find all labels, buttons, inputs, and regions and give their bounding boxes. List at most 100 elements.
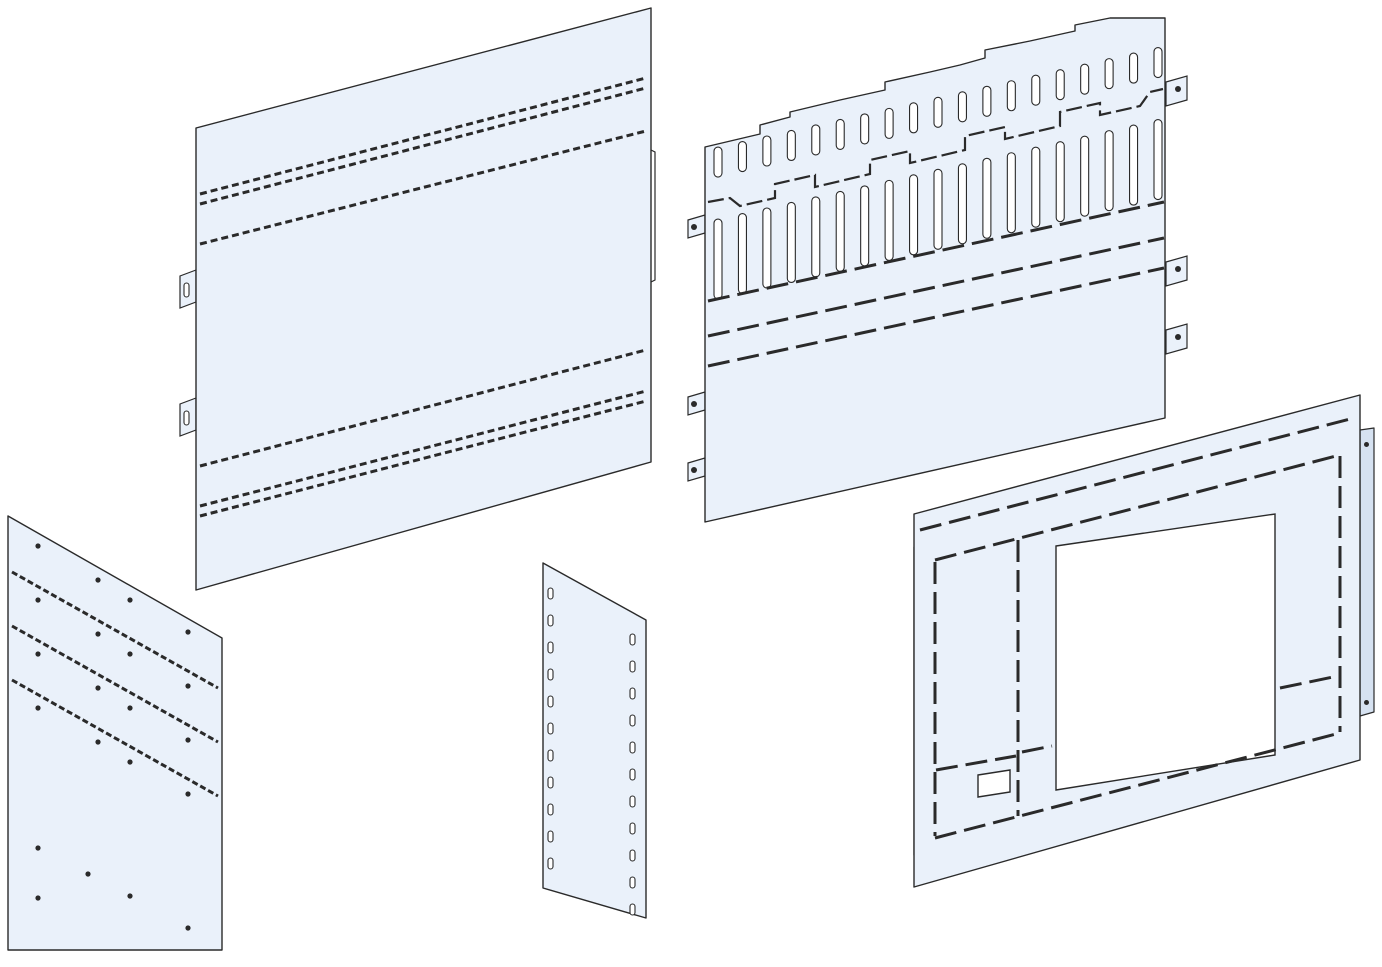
slot xyxy=(762,135,772,167)
slot xyxy=(737,212,747,295)
slot xyxy=(737,140,747,173)
slot xyxy=(547,749,554,762)
perforation-line xyxy=(11,570,219,690)
slot xyxy=(982,157,992,239)
slot xyxy=(1006,80,1016,112)
perforation-line xyxy=(934,731,1341,840)
slot xyxy=(957,163,967,245)
slot xyxy=(884,179,894,261)
hole xyxy=(185,791,191,797)
mounting-holes xyxy=(35,543,191,931)
slot xyxy=(1153,47,1163,79)
hole xyxy=(95,631,101,637)
perforation-line xyxy=(934,453,1341,562)
slot xyxy=(547,857,554,870)
slot xyxy=(1055,141,1065,223)
perforation-line xyxy=(11,678,219,798)
vertical-slots xyxy=(713,47,1163,300)
slot xyxy=(547,641,554,654)
slot xyxy=(811,196,821,278)
slot xyxy=(1031,146,1041,228)
slot xyxy=(629,687,636,700)
slot xyxy=(547,695,554,708)
perforation-line xyxy=(935,754,1017,772)
slot xyxy=(629,903,636,916)
slot xyxy=(629,633,636,646)
front-cover-plate-with-cutout xyxy=(913,394,1375,888)
perforation-line xyxy=(919,416,1355,532)
frame-perforations xyxy=(919,416,1355,840)
slot xyxy=(835,190,845,272)
slot xyxy=(713,146,723,178)
hole xyxy=(95,685,101,691)
slot xyxy=(884,107,894,139)
hole xyxy=(127,651,133,657)
hole xyxy=(85,871,91,877)
slot xyxy=(1104,58,1114,90)
slot xyxy=(811,124,821,156)
perforated-mounting-plate xyxy=(7,515,223,951)
slot xyxy=(786,129,796,162)
slot xyxy=(957,91,967,123)
perforation-line xyxy=(1021,744,1053,754)
plain-mounting-plate xyxy=(179,7,656,591)
slot xyxy=(547,668,554,681)
hole xyxy=(95,577,101,583)
slot xyxy=(1080,135,1090,217)
slot xyxy=(547,830,554,843)
slot xyxy=(629,849,636,862)
slot xyxy=(547,587,554,600)
slot xyxy=(629,768,636,781)
hole xyxy=(185,925,191,931)
slot xyxy=(909,102,919,134)
hole xyxy=(185,683,191,689)
vertical-slotted-strip xyxy=(542,562,647,919)
slot xyxy=(629,822,636,835)
slot xyxy=(713,218,723,300)
hole xyxy=(185,629,191,635)
slot xyxy=(1153,119,1163,201)
slot xyxy=(860,113,870,145)
slot xyxy=(629,714,636,727)
slot xyxy=(1129,124,1139,206)
perforation-rows xyxy=(11,570,219,798)
hole xyxy=(35,705,41,711)
slot xyxy=(933,96,943,128)
slot xyxy=(762,207,772,289)
slot xyxy=(547,776,554,789)
hole xyxy=(127,893,133,899)
hole xyxy=(35,845,41,851)
slot xyxy=(1080,63,1090,95)
slot xyxy=(982,85,992,117)
perforation-line xyxy=(11,624,219,744)
hole xyxy=(35,597,41,603)
hole xyxy=(35,895,41,901)
hole xyxy=(95,739,101,745)
slot xyxy=(786,201,796,284)
slot xyxy=(629,876,636,889)
strip-slots xyxy=(547,587,636,916)
slotted-busbar-plate xyxy=(687,17,1188,523)
slot xyxy=(629,795,636,808)
slot xyxy=(1055,69,1065,101)
slot xyxy=(547,614,554,627)
perforation-line xyxy=(1279,674,1339,690)
slot xyxy=(547,722,554,735)
hole xyxy=(35,651,41,657)
slot xyxy=(909,174,919,256)
slot xyxy=(629,660,636,673)
slot xyxy=(1104,130,1114,212)
hole xyxy=(35,543,41,549)
hole xyxy=(185,737,191,743)
slot xyxy=(547,803,554,816)
slot xyxy=(860,185,870,267)
slot xyxy=(1129,52,1139,84)
slot xyxy=(933,168,943,250)
hole xyxy=(127,597,133,603)
hole xyxy=(127,759,133,765)
hole xyxy=(127,705,133,711)
slot xyxy=(629,741,636,754)
slot xyxy=(1006,152,1016,234)
